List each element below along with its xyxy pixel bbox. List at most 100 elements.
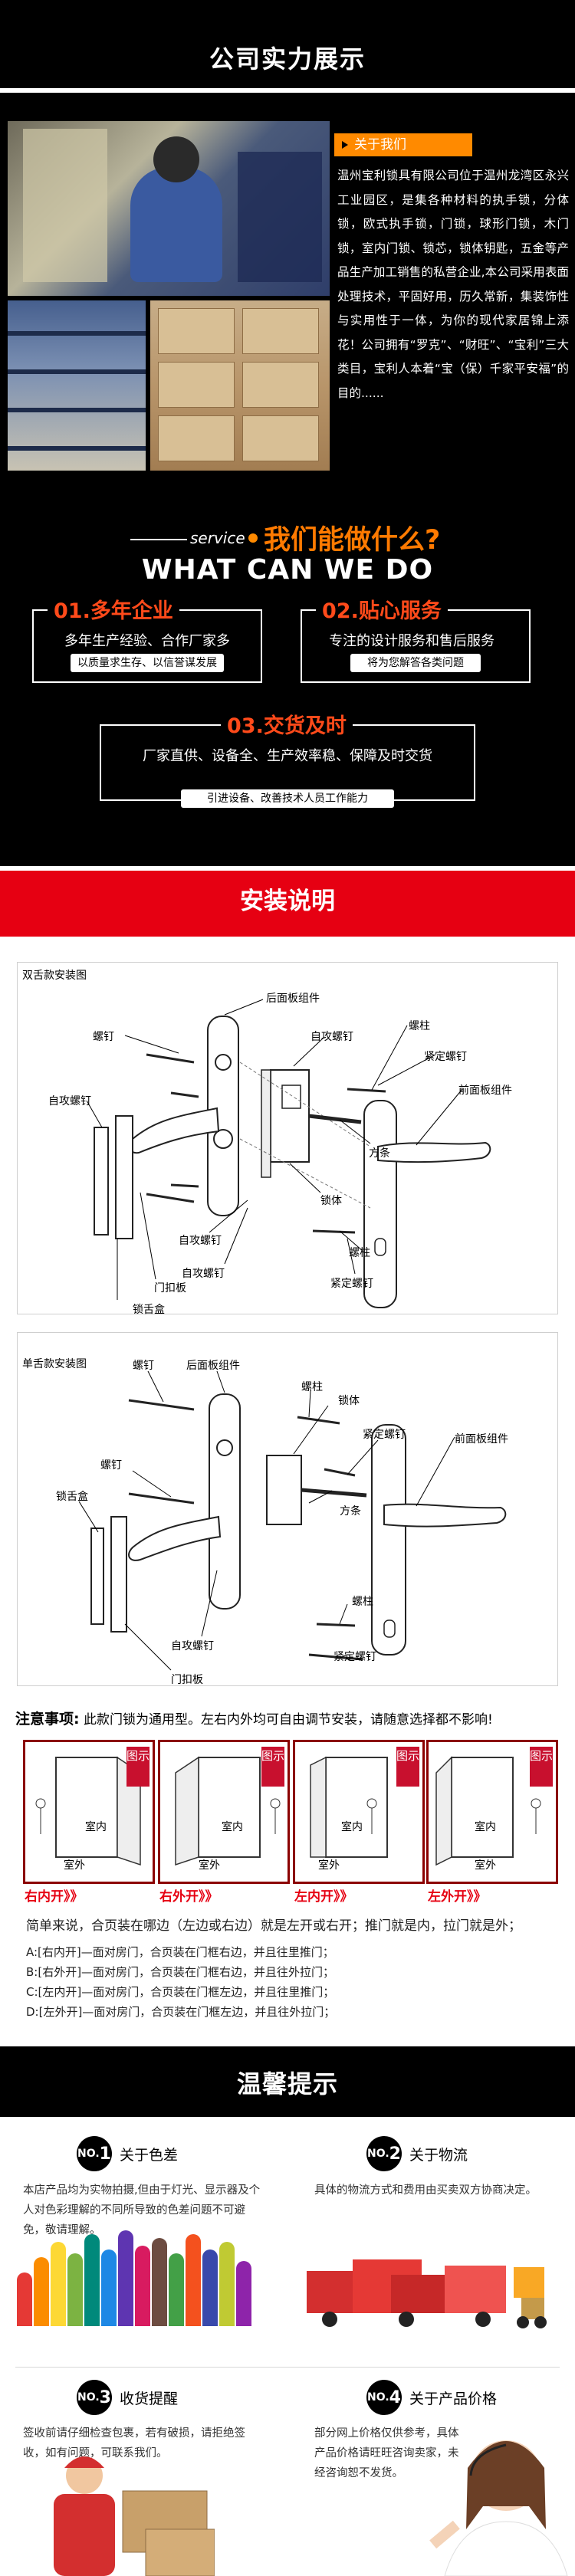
door-outer-label: 室外 [318,1859,340,1872]
triangle-icon [342,141,348,149]
door-right-out-svg [175,1756,281,1866]
tip-2-title: 关于物流 [409,2146,468,2164]
double-part-9: 自攻螺钉 [179,1235,222,1247]
single-part-7: 方条 [340,1505,361,1518]
single-part-8: 锁舌盒 [56,1491,88,1503]
door-inner-label: 室内 [475,1821,496,1833]
warehouse-shelves-photo [8,300,146,471]
double-part-8: 锁体 [320,1195,342,1207]
double-part-4: 紧定螺钉 [424,1051,467,1063]
door-icon-label: 图示 [396,1747,419,1787]
feature-1-title: 01.多年企业 [48,594,179,624]
install-title: 安装说明 [240,888,335,915]
factory-worker-photo [8,121,330,296]
single-part-5: 前面板组件 [455,1433,508,1446]
single-part-11: 紧定螺钉 [334,1651,376,1663]
single-part-9: 螺柱 [352,1596,373,1608]
about-us-text: 温州宝利锁具有限公司位于温州龙湾区永兴工业园区，是集各种材料的执手锁，分体锁，欧… [337,169,569,400]
door-icon-label: 图示 [261,1747,284,1787]
door-left-in-svg [310,1756,388,1858]
single-part-0: 螺钉 [133,1360,154,1372]
double-part-12: 紧定螺钉 [330,1278,373,1290]
single-diagram-svg [78,1370,507,1671]
double-part-11: 螺柱 [349,1247,370,1259]
about-us-tag: 关于我们 [334,133,472,156]
double-part-5: 前面板组件 [458,1085,512,1097]
tip-4-text: 部分网上价格仅供参考，具体产品价格请旺旺咨询卖家，未经咨询恕不发货。 [314,2427,459,2479]
tips-divider [15,2367,560,2368]
door-card-left-in: 图示 室内 室外 [293,1740,425,1884]
tip-1-head: NO.1 关于色差 [77,2136,178,2171]
single-part-10: 自攻螺钉 [171,1640,214,1652]
tip-4-head: NO.4 关于产品价格 [366,2380,498,2415]
install-banner: 安装说明 [0,866,575,937]
title-divider [0,88,575,93]
notice-label: 注意事项: [15,1711,80,1728]
customer-service-image [429,2440,568,2576]
feature-2-title: 02.贴心服务 [316,594,448,624]
tip-4-title: 关于产品价格 [409,2390,498,2407]
delivery-person-image [54,2456,215,2576]
what-can-we-do-en: WHAT CAN WE DO [141,554,434,586]
door-outer-label: 室外 [64,1859,85,1872]
door-card-right-in: 图示 室内 室外 [23,1740,155,1884]
double-diagram-label: 双舌款安装图 [22,970,87,982]
service-left-line [130,539,187,540]
tip-3-text: 签收前请仔细检查包裹，若有破损，请拒绝签收，如有问题，可联系我们。 [23,2427,245,2460]
single-part-12: 门扣板 [171,1674,203,1686]
door-outer-label: 室外 [475,1859,496,1872]
feature-1-pill: 以质量求生存、以信誉谋发展 [71,654,224,672]
door-card-left-out: 图示 室内 室外 [426,1740,558,1884]
door-icon-label: 图示 [530,1747,553,1787]
double-part-10: 自攻螺钉 [182,1268,225,1280]
door-left-out-svg [435,1756,541,1866]
door-outer-label: 室外 [199,1859,220,1872]
double-part-0: 后面板组件 [266,993,320,1005]
feature-3-title: 03.交货及时 [221,709,353,739]
double-part-3: 螺柱 [409,1020,430,1032]
color-pencils-image [17,2227,270,2326]
double-diagram-svg [86,999,491,1308]
no-1-badge: NO.1 [77,2136,112,2171]
service-dot-icon [248,533,258,543]
no-2-badge: NO.2 [366,2136,402,2171]
single-part-2: 螺柱 [301,1381,323,1393]
door-inner-label: 室内 [85,1821,107,1833]
double-part-13: 门扣板 [154,1282,186,1295]
double-part-1: 螺钉 [93,1031,114,1043]
feature-3-desc: 厂家直供、设备全、生产效率稳、保障及时交货 [143,748,432,764]
no-4-badge: NO.4 [366,2380,402,2415]
notice-text: 此款门锁为通用型。左右内外均可自由调节安装，请随意选择都不影响! [84,1712,493,1728]
single-part-4: 紧定螺钉 [363,1429,406,1441]
single-part-1: 后面板组件 [186,1360,240,1372]
door-caption-left-in: 左内开》》 [294,1889,353,1905]
service-word: service [190,529,245,547]
rule-a: A:[右内开]—面对房门，合页装在门框右边，并且往里推门； [26,1945,334,1959]
double-tongue-diagram: 双舌款安装图 [17,962,558,1316]
door-caption-right-in: 右内开》》 [25,1889,84,1905]
door-card-right-out: 图示 室内 室外 [158,1740,290,1884]
feature-2-pill: 将为您解答各类问题 [350,654,481,672]
notice: 注意事项: 此款门锁为通用型。左右内外均可自由调节安装，请随意选择都不影响! [15,1708,493,1728]
tip-3-title: 收货提醒 [120,2390,179,2407]
strength-title: 公司实力展示 [209,44,366,74]
rule-b: B:[右外开]—面对房门，合页装在门框右边，并且往外拉门； [26,1965,335,1979]
tip-3-head: NO.3 收货提醒 [77,2380,179,2415]
door-inner-label: 室内 [222,1821,243,1833]
company-strength-section: 公司实力展示 关于我们 温州宝利锁具有限公司位于温州龙湾区永兴工业园区，是集各种… [0,0,575,481]
rules-intro: 简单来说，合页装在哪边（左边或右边）就是左开或右开；推门就是内，拉门就是外； [26,1918,521,1934]
logistics-trucks-image [307,2259,547,2328]
double-part-14: 锁舌盒 [133,1304,165,1316]
single-part-6: 螺钉 [100,1459,122,1472]
double-part-6: 自攻螺钉 [48,1095,91,1108]
double-part-2: 自攻螺钉 [310,1031,353,1043]
rule-d: D:[左外开]—面对房门，合页装在门框左边，并且往外拉门； [26,2005,336,2019]
installation-rules: 简单来说，合页装在哪边（左边或右边）就是左开或右开；推门就是内，拉门就是外； A… [26,1916,555,2022]
feature-3-pill: 引进设备、改善技术人员工作能力 [181,789,394,808]
warm-tips-title: 温馨提示 [236,2069,338,2099]
double-part-7: 方条 [369,1147,390,1160]
rule-c: C:[左内开]—面对房门，合页装在门框左边，并且往里推门； [26,1985,335,1999]
warm-tips-banner: 温馨提示 [0,2046,575,2120]
tip-1-text: 本店产品均为实物拍摄,但由于灯光、显示器及个人对色彩理解的不同所导致的色差问题不… [23,2184,261,2236]
